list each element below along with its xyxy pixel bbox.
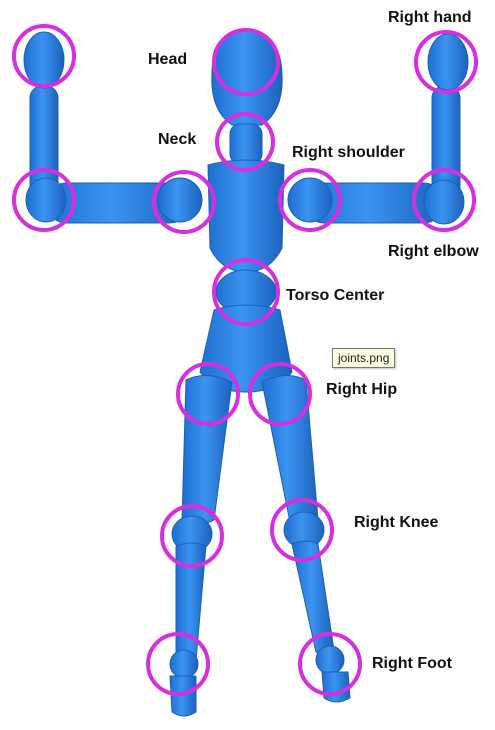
figure-body	[24, 30, 468, 716]
right-shoulder-ball	[288, 178, 332, 222]
label-right-hand: Right hand	[388, 10, 472, 26]
label-right-shoulder: Right shoulder	[292, 145, 405, 161]
label-torso-center: Torso Center	[286, 288, 384, 304]
left-ankle	[170, 650, 198, 678]
right-ankle	[316, 646, 344, 674]
right-hand-shape	[428, 34, 468, 90]
chest-shape	[208, 160, 284, 272]
label-right-elbow: Right elbow	[388, 244, 479, 260]
left-foot	[170, 676, 196, 716]
left-thigh	[182, 375, 232, 524]
filename-tooltip: joints.png	[332, 348, 395, 368]
label-right-foot: Right Foot	[372, 656, 452, 672]
left-elbow-ball	[26, 178, 66, 222]
right-foot	[322, 672, 350, 702]
label-right-knee: Right Knee	[354, 515, 438, 531]
label-right-hip: Right Hip	[326, 382, 397, 398]
left-hand-shape	[24, 32, 64, 88]
left-shoulder-ball	[158, 178, 202, 222]
right-elbow-ball	[424, 180, 464, 224]
label-neck: Neck	[158, 132, 196, 148]
neck-shape	[230, 124, 262, 164]
label-head: Head	[148, 52, 187, 68]
